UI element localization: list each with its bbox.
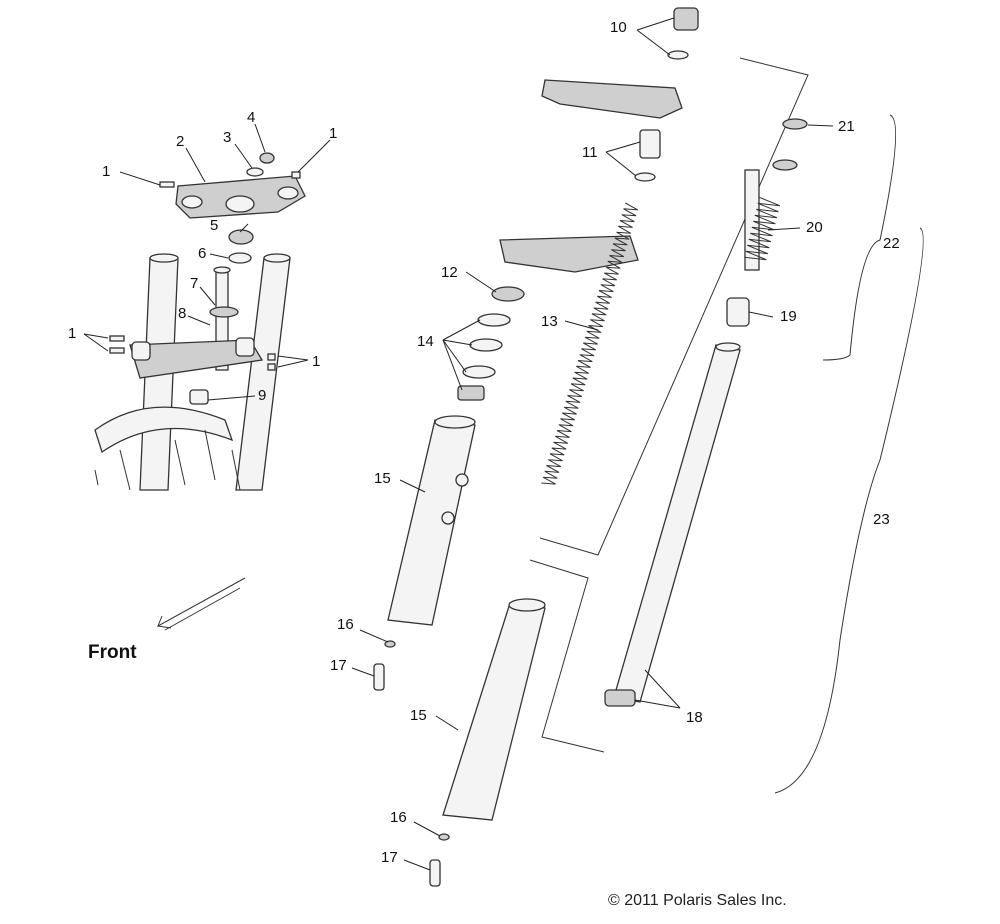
assembly-outline-lower <box>529 559 605 753</box>
seal-12 <box>491 286 525 302</box>
cap-10 <box>673 7 699 31</box>
fork-tube-left-top <box>149 253 179 263</box>
lower-leg-15a <box>387 419 476 626</box>
callout-1d: 1 <box>312 353 320 370</box>
callout-8: 8 <box>178 305 186 322</box>
bolt-17a <box>373 663 385 691</box>
washer-16b <box>438 833 450 841</box>
seal-21 <box>782 118 808 130</box>
callout-10: 10 <box>610 19 627 36</box>
callout-17b: 17 <box>381 849 398 866</box>
callout-17a: 17 <box>330 657 347 674</box>
callout-22: 22 <box>883 235 900 252</box>
bolt-1b <box>291 171 301 179</box>
callout-20: 20 <box>806 219 823 236</box>
callout-5: 5 <box>210 217 218 234</box>
damper-rod-20 <box>744 169 760 271</box>
spring-20 <box>744 196 781 261</box>
callout-9: 9 <box>258 387 266 404</box>
callout-21: 21 <box>838 118 855 135</box>
center-fork-assembly <box>373 7 809 887</box>
fork-tube-right <box>235 257 291 491</box>
ring-14c <box>462 365 496 379</box>
washer-3 <box>246 167 264 177</box>
lower-clamp-center <box>499 235 639 273</box>
callout-16b: 16 <box>390 809 407 826</box>
callout-11: 11 <box>582 144 598 161</box>
fork-tube-right-top <box>263 253 291 263</box>
inner-tube-18 <box>613 344 741 703</box>
callout-1c: 1 <box>68 325 76 342</box>
callout-3: 3 <box>223 129 231 146</box>
right-fork-assembly <box>604 114 924 794</box>
bolt-1a <box>159 181 175 188</box>
o-ring-11 <box>634 172 656 182</box>
callout-15b: 15 <box>410 707 427 724</box>
bracket-22 <box>822 114 897 361</box>
ring-14b <box>469 338 503 352</box>
bushing-18 <box>604 689 636 707</box>
bushing-14 <box>457 385 485 401</box>
callout-18: 18 <box>686 709 703 726</box>
callout-13: 13 <box>541 313 558 330</box>
spring-13 <box>541 202 639 485</box>
ring-14a <box>477 313 511 327</box>
assembly-outline-upper <box>539 57 809 556</box>
callout-23: 23 <box>873 511 890 528</box>
leader-lines <box>83 17 834 871</box>
upper-clamp-center <box>541 79 683 119</box>
copyright-text: © 2011 Polaris Sales Inc. <box>608 892 787 909</box>
callout-7: 7 <box>190 275 198 292</box>
fender <box>94 406 234 454</box>
washer-6 <box>228 252 252 264</box>
callout-12: 12 <box>441 264 458 281</box>
callout-1a: 1 <box>102 163 110 180</box>
bracket-23 <box>774 227 924 794</box>
callout-6: 6 <box>198 245 206 262</box>
callout-4: 4 <box>247 109 255 126</box>
callout-19: 19 <box>780 308 797 325</box>
nut-4 <box>259 152 275 164</box>
callout-15a: 15 <box>374 470 391 487</box>
bolt-17b <box>429 859 441 887</box>
lower-triple-clamp <box>129 339 264 379</box>
callout-16a: 16 <box>337 616 354 633</box>
left-fork-assembly <box>94 152 306 631</box>
callout-1b: 1 <box>329 125 337 142</box>
nut-5 <box>228 229 254 245</box>
front-label: Front <box>88 642 137 663</box>
bushing-19 <box>726 297 750 327</box>
bearing-8 <box>209 306 239 318</box>
lower-leg-15b <box>442 602 546 821</box>
bushing-11 <box>639 129 661 159</box>
callout-14: 14 <box>417 333 434 350</box>
o-ring-10 <box>667 50 689 60</box>
callout-2: 2 <box>176 133 184 150</box>
callout-labels: 1 1 1 1 2 3 4 5 6 7 8 9 10 11 12 13 14 1… <box>68 19 900 866</box>
front-arrow <box>157 577 246 629</box>
washer-16a <box>384 640 396 648</box>
bushing-9 <box>189 389 209 405</box>
